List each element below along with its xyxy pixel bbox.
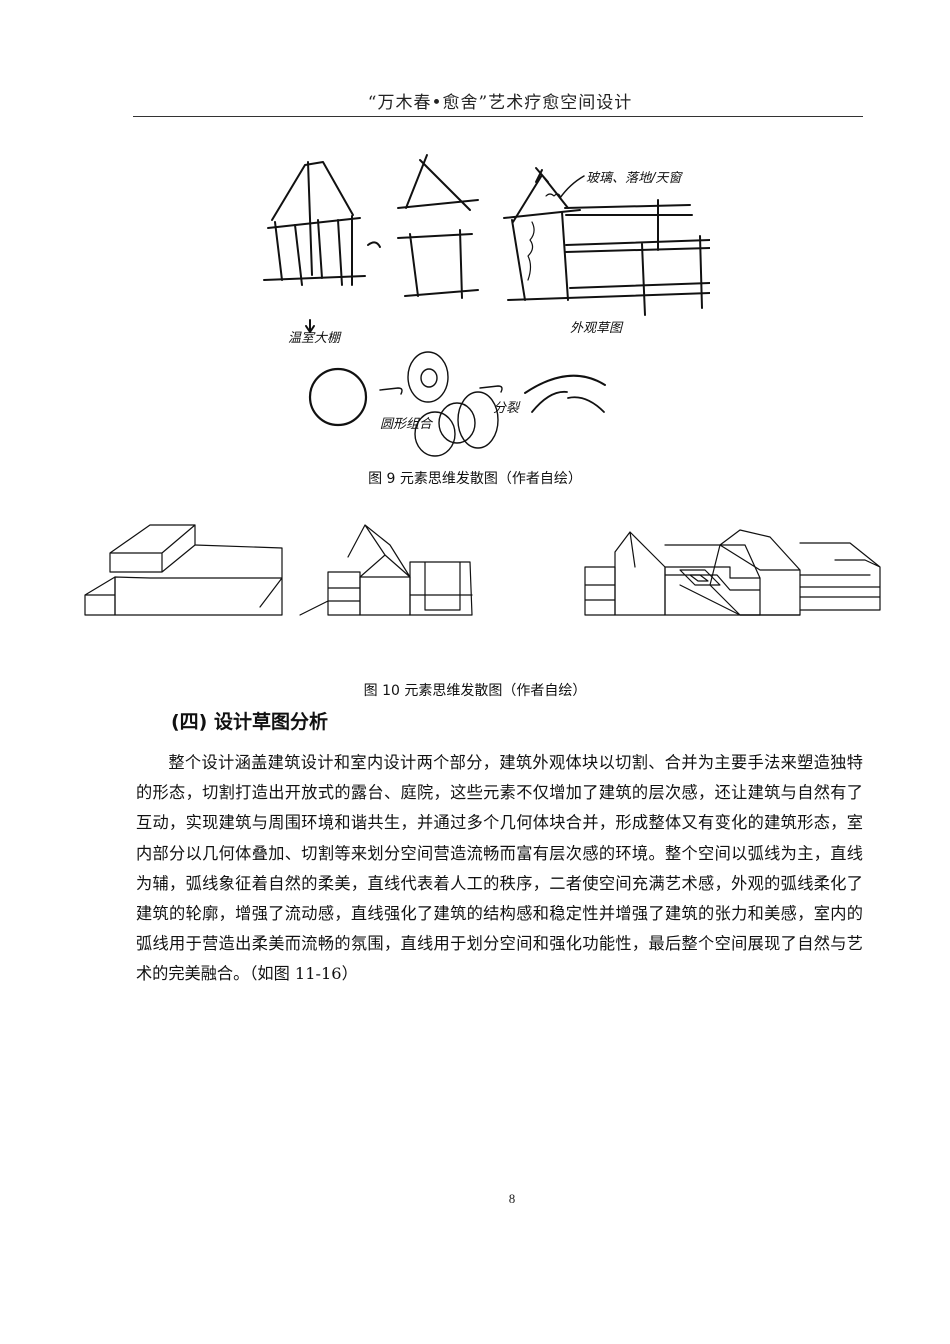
- section-heading: (四) 设计草图分析: [171, 711, 328, 733]
- figure-10-caption: 图 10 元素思维发散图（作者自绘）: [363, 683, 587, 699]
- header-rule: [133, 116, 863, 117]
- body-paragraph: 整个设计涵盖建筑设计和室内设计两个部分，建筑外观体块以切割、合并为主要手法来塑造…: [136, 753, 863, 984]
- figure-9-sketch: 温室大棚 玻璃、落地/天窗 外观草图 圆形组合 分裂: [250, 150, 710, 460]
- body-paragraph-container: 整个设计涵盖建筑设计和室内设计两个部分，建筑外观体块以切割、合并为主要手法来塑造…: [136, 748, 863, 990]
- annotation-greenhouse: 温室大棚: [288, 330, 342, 346]
- figure-10-massing-diagrams: [80, 515, 900, 625]
- running-header-title: “万木春•愈舍”艺术疗愈空间设计: [367, 93, 633, 113]
- figure-9-caption: 图 9 元素思维发散图（作者自绘）: [368, 471, 582, 487]
- page-number: 8: [508, 1191, 516, 1206]
- annotation-split: 分裂: [493, 401, 521, 416]
- annotation-exterior-sketch: 外观草图: [570, 321, 624, 336]
- annotation-shape-combination: 圆形组合: [380, 417, 434, 432]
- annotation-glass-note: 玻璃、落地/天窗: [586, 171, 683, 186]
